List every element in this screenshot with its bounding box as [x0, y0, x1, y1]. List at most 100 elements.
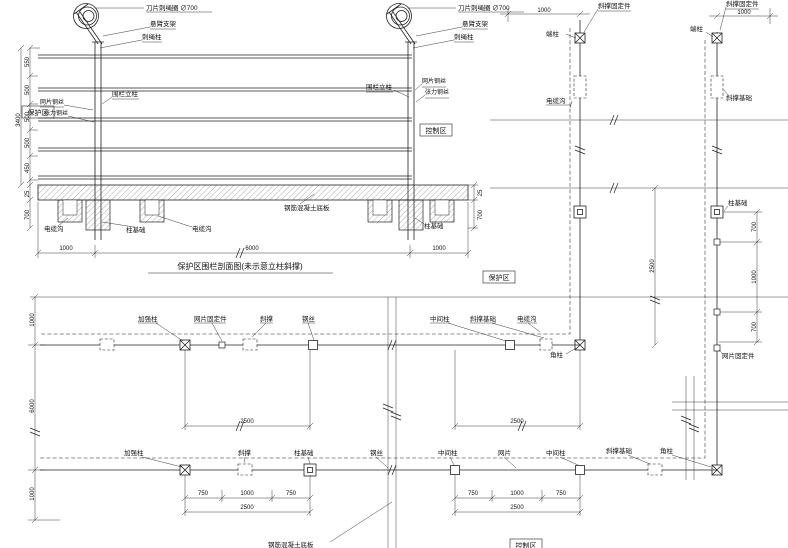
brace-row2 [237, 463, 253, 476]
label-brace-row1: 斜撑 [260, 314, 274, 323]
label-mesh-fixing-row1: 网片固定件 [194, 314, 227, 323]
section-annotations: 刀片刺绳圈 ∅700 刀片刺绳圈 ∅700 悬臂支架 悬臂支架 刺绳柱 刺绳柱 … [21, 3, 524, 274]
dim-2500-row1a: 2500 [240, 419, 254, 425]
label-mesh-wire-right: 网片钢丝 [422, 77, 446, 85]
dim-1000-r2a: 1000 [240, 491, 254, 497]
label-end-post-B: 端柱 [690, 24, 704, 33]
right-depth-chain: 25 700 [468, 181, 484, 232]
label-brace-foundation-row2: 斜撑基础 [606, 446, 633, 455]
label-foundation-right: 柱基础 [424, 221, 444, 230]
gridlines [30, 119, 788, 548]
clip-B1 [713, 238, 721, 246]
clip-B2 [713, 308, 721, 316]
dim-700-left: 700 [25, 209, 31, 220]
dim-700-a: 700 [752, 221, 758, 232]
foundations [57, 199, 455, 231]
label-corner-post-A: 角柱 [550, 350, 564, 359]
label-brace-row2: 斜撑 [238, 448, 252, 457]
control-zone-box-plan [509, 538, 543, 548]
post-foundation-A [573, 205, 587, 219]
label-protection-zone-section: 保护区 [28, 108, 49, 117]
label-slab-plan: 钢筋混凝土底板 [268, 540, 314, 548]
dim-25-right: 25 [478, 189, 484, 196]
label-tension-wire-left: 张力钢丝 [44, 109, 68, 117]
label-brace-fixing-B: 斜撑固定件 [726, 0, 759, 8]
dim-750-d: 750 [556, 491, 567, 497]
middle-post-row1 [505, 340, 515, 350]
row1-dimensions: 2500 2500 [181, 350, 584, 432]
label-mesh-row2: 网片 [498, 448, 511, 457]
label-control-zone-section: 控制区 [426, 126, 447, 135]
dim-1000-right: 1000 [432, 246, 446, 252]
dim-450: 450 [25, 162, 31, 173]
dim-700-right: 700 [478, 209, 484, 220]
cable-trench-right-inner [372, 199, 388, 216]
label-corner-post-B: 角柱 [660, 446, 674, 455]
dim-1000-left: 1000 [59, 246, 73, 252]
label-trench-center: 电缆沟 [192, 224, 212, 233]
post-row1-a [308, 340, 318, 350]
dim-750-a: 750 [198, 491, 209, 497]
label-trench-left: 电缆沟 [44, 224, 64, 233]
dim-2500-vertical: 2500 [650, 259, 656, 273]
protection-zone-box-section [21, 105, 55, 119]
label-fence-post-left: 围栏立柱 [112, 89, 139, 98]
middle-post-row2-a [450, 465, 460, 475]
label-control-zone-plan: 控制区 [516, 541, 537, 548]
label-barb-post-right: 刺绳柱 [454, 32, 474, 41]
dim-550: 550 [25, 56, 31, 67]
label-mesh-wire-left: 网片钢丝 [40, 98, 64, 106]
brace-foundation-row2 [647, 463, 663, 476]
cable-trench-left [62, 199, 78, 216]
label-brace-foundation-B: 斜撑基础 [726, 93, 753, 102]
dim-1000-r2b: 1000 [510, 491, 524, 497]
post-foundation-right [398, 199, 424, 231]
cable-trench-dashed-A [40, 28, 571, 335]
cable-trench-center [144, 199, 160, 216]
section-view: 550 500 500 500 450 25 700 3400 25 700 1… [16, 3, 524, 274]
end-post-B [711, 32, 723, 44]
label-tension-wire-right: 张力钢丝 [425, 88, 449, 96]
dim-500b: 500 [25, 111, 31, 122]
end-post-A [574, 32, 586, 44]
label-middle-post-row2b: 中间柱 [546, 448, 566, 457]
height-dimension-chain: 550 500 500 500 450 25 700 3400 [16, 44, 40, 232]
bottom-left-dimension: 1000 6000 1000 [29, 293, 41, 524]
reinforced-post-row2 [179, 464, 191, 476]
label-barb-post-left: 刺绳柱 [142, 32, 162, 41]
dim-25-left: 25 [25, 190, 31, 197]
dim-3400: 3400 [16, 113, 22, 127]
mesh-fixing-row1 [218, 341, 226, 349]
post-foundation-left [85, 199, 111, 231]
post-foundation-row2 [303, 463, 317, 477]
protection-zone-box-plan [482, 270, 516, 284]
label-slab: 钢筋混凝土底板 [284, 203, 330, 212]
section-bottom-dimension: 1000 6000 1000 [34, 202, 472, 259]
dim-2500-r2b: 2500 [510, 505, 524, 511]
label-razor-coil-left: 刀片刺绳圈 ∅700 [146, 3, 198, 12]
label-middle-post-row1: 中间柱 [430, 314, 450, 323]
dim-500c: 500 [25, 137, 31, 148]
plan-right-annotations: 斜撑固定件 斜撑固定件 端柱 端柱 电缆沟 斜撑基础 柱基础 网片固定件 角柱 [546, 0, 759, 360]
label-brace-fixing-A: 斜撑固定件 [598, 1, 631, 10]
brace-row1 [242, 338, 258, 351]
cable-trench-right-outer [434, 199, 450, 216]
label-fence-post-right: 围栏立柱 [366, 82, 393, 91]
dim-1000-right: 1000 [752, 270, 758, 284]
brace-foundation-A [573, 75, 587, 99]
label-bracket-right: 悬臂支架 [462, 19, 489, 28]
plan-view-right: 1000 1000 2500 700 1000 700 斜撑固定件 [30, 0, 788, 548]
label-foundation-left: 柱基础 [126, 225, 146, 234]
dim-500a: 500 [25, 84, 31, 95]
dim-2500-row1b: 2500 [510, 419, 524, 425]
dim-700-b: 700 [752, 321, 758, 332]
brace-foundation-B [710, 75, 724, 99]
mesh-wires [38, 54, 412, 180]
plan-top-dimensions: 1000 1000 [500, 8, 778, 24]
label-wire-row1: 钢丝 [302, 314, 316, 323]
dashed-fixture-row1 [99, 338, 115, 351]
row2-dimensions: 750 1000 750 2500 750 1000 750 2500 [181, 475, 584, 516]
label-razor-coil-right: 刀片刺绳圈 ∅700 [458, 3, 510, 12]
plan-view-bottom: 1000 6000 1000 加强柱 网片固定件 斜撑 钢丝 [28, 270, 717, 548]
